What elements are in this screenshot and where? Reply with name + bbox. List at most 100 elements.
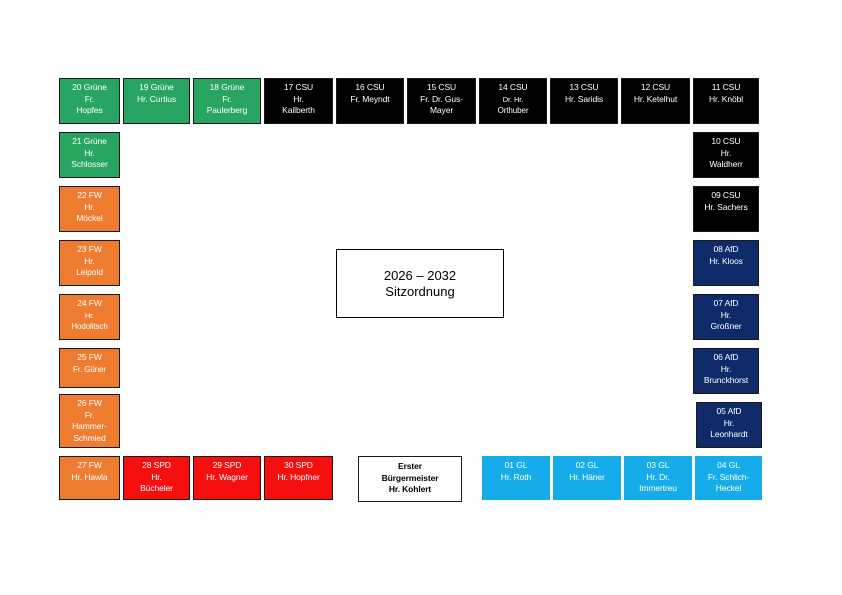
seat-20-title: Fr.: [84, 93, 95, 104]
seat-29-number: 29 SPD: [212, 460, 242, 470]
seat-05-name: Leonhardt: [710, 429, 748, 439]
seat-07: 07 AfD Hr. Großner: [693, 294, 759, 340]
seat-03-title: Hr. Dr.: [646, 471, 670, 482]
seat-03-number: 03 GL: [646, 460, 670, 470]
seat-09-number: 09 CSU: [711, 190, 741, 200]
seat-07-number: 07 AfD: [713, 298, 739, 308]
seat-10-name: Waldherr: [709, 159, 743, 169]
seat-26-name-b: Schmied: [73, 432, 106, 443]
seat-19-name: Hr. Curtius: [136, 93, 177, 104]
seat-30-name: Hr. Hopfner: [277, 471, 320, 482]
seat-05: 05 AfD Hr. Leonhardt: [696, 402, 762, 448]
seat-08-number: 08 AfD: [713, 244, 739, 254]
seat-17-title: Hr.: [293, 93, 304, 104]
seat-08: 08 AfD Hr. Kloos: [693, 240, 759, 286]
seat-26: 26 FW Fr. Hammer- Schmied: [59, 394, 120, 448]
seat-06: 06 AfD Hr. Brunckhorst: [693, 348, 759, 394]
seat-19: 19 Grüne Hr. Curtius: [123, 78, 190, 124]
seat-28-title: Hr.: [151, 471, 162, 482]
seat-30: 30 SPD Hr. Hopfner: [264, 456, 333, 500]
seat-16: 16 CSU Fr. Meyndt: [336, 78, 404, 124]
seat-17-number: 17 CSU: [283, 82, 314, 92]
seat-22-title: Hr.: [84, 201, 95, 212]
seat-20: 20 Grüne Fr. Hopfes: [59, 78, 120, 124]
seat-15-name-b: Mayer: [429, 105, 454, 115]
seat-25: 25 FW Fr. Güner: [59, 348, 120, 388]
seat-03: 03 GL Hr. Dr. Immertreu: [624, 456, 692, 500]
seat-27-name: Hr. Hawla: [71, 471, 108, 482]
title-years: 2026 – 2032: [383, 267, 457, 283]
seat-01-name: Hr. Roth: [500, 471, 532, 482]
seat-29: 29 SPD Hr. Wagner: [193, 456, 261, 500]
seat-14: 14 CSU Dr. Hr. Orthuber: [479, 78, 547, 124]
seat-24: 24 FW Hr. Hodolitsch: [59, 294, 120, 340]
seat-02: 02 GL Hr. Häner: [553, 456, 621, 500]
seat-18-name: Paulerberg: [206, 105, 248, 115]
seat-10: 10 CSU Hr. Waldherr: [693, 132, 759, 178]
seat-25-number: 25 FW: [77, 352, 102, 362]
seat-26-number: 26 FW: [77, 398, 102, 408]
seat-10-title: Hr.: [720, 147, 732, 158]
seat-30-number: 30 SPD: [284, 460, 313, 470]
mayor-line1: Erster: [398, 461, 422, 471]
title-box: 2026 – 2032 Sitzordnung: [336, 249, 504, 318]
seat-02-number: 02 GL: [575, 460, 599, 470]
seat-mayor: Erster Bürgermeister Hr. Kohlert: [358, 456, 462, 502]
seat-12-name: Hr. Ketelhut: [633, 93, 678, 104]
seat-24-title: Hr.: [84, 310, 95, 320]
seat-13-name: Hr. Saridis: [564, 93, 604, 104]
seat-12-number: 12 CSU: [640, 82, 671, 92]
seat-27-number: 27 FW: [77, 460, 102, 470]
seat-28-number: 28 SPD: [142, 460, 171, 470]
seat-11-number: 11 CSU: [711, 82, 741, 92]
seat-06-title: Hr.: [720, 363, 732, 374]
seat-04-number: 04 GL: [717, 460, 740, 470]
seat-06-number: 06 AfD: [713, 352, 739, 362]
seat-29-name: Hr. Wagner: [206, 471, 248, 482]
seat-18: 18 Grüne Fr. Paulerberg: [193, 78, 261, 124]
seat-01: 01 GL Hr. Roth: [482, 456, 550, 500]
seat-22-name: Möckel: [76, 213, 103, 223]
seat-23-number: 23 FW: [77, 244, 102, 254]
seat-07-name: Großner: [710, 321, 742, 331]
seat-01-number: 01 GL: [504, 460, 528, 470]
seat-24-name: Hodolitsch: [71, 322, 108, 331]
seat-13-number: 13 CSU: [569, 82, 599, 92]
seat-21: 21 Grüne Hr. Schlosser: [59, 132, 120, 178]
seat-26-name-a: Hammer-: [72, 421, 107, 431]
seat-02-name: Hr. Häner: [569, 471, 605, 482]
seat-11-name: Hr. Knöbl: [708, 93, 744, 104]
seat-16-number: 16 CSU: [355, 82, 385, 92]
seat-04: 04 GL Fr. Schlich- Heckel: [695, 456, 762, 500]
seat-12: 12 CSU Hr. Ketelhut: [621, 78, 690, 124]
seat-04-name-a: Fr. Schlich-: [707, 471, 750, 482]
seat-14-number: 14 CSU: [498, 82, 528, 92]
seat-05-number: 05 AfD: [716, 406, 742, 416]
seat-21-name: Schlosser: [71, 159, 108, 169]
seat-23-name: Leipold: [76, 267, 103, 277]
mayor-line2: Bürgermeister: [381, 472, 439, 483]
seat-20-number: 20 Grüne: [72, 82, 107, 92]
seat-10-number: 10 CSU: [711, 136, 741, 146]
seat-22-number: 22 FW: [77, 190, 102, 200]
seat-26-title: Fr.: [84, 409, 95, 420]
seat-08-name: Hr. Kloos: [709, 255, 743, 266]
seat-11: 11 CSU Hr. Knöbl: [693, 78, 759, 124]
seat-28: 28 SPD Hr. Bücheler: [123, 456, 190, 500]
seat-21-title: Hr.: [84, 147, 95, 158]
seat-19-number: 19 Grüne: [139, 82, 174, 92]
seat-28-name: Bücheler: [140, 483, 173, 493]
seat-27: 27 FW Hr. Hawla: [59, 456, 120, 500]
seat-20-name: Hopfes: [76, 105, 103, 115]
seat-22: 22 FW Hr. Möckel: [59, 186, 120, 232]
seat-06-name: Brunckhorst: [703, 375, 749, 385]
seat-25-name: Fr. Güner: [73, 364, 106, 374]
seat-14-name: Orthuber: [497, 106, 529, 115]
seat-17-name: Kailberth: [282, 105, 315, 115]
seat-15: 15 CSU Fr. Dr. Gus- Mayer: [407, 78, 476, 124]
seat-16-name: Fr. Meyndt: [350, 93, 390, 104]
seat-07-title: Hr.: [720, 309, 732, 320]
seat-05-title: Hr.: [723, 417, 735, 428]
seat-18-title: Fr.: [222, 93, 232, 104]
seat-09-name: Hr. Sachers: [704, 201, 748, 212]
